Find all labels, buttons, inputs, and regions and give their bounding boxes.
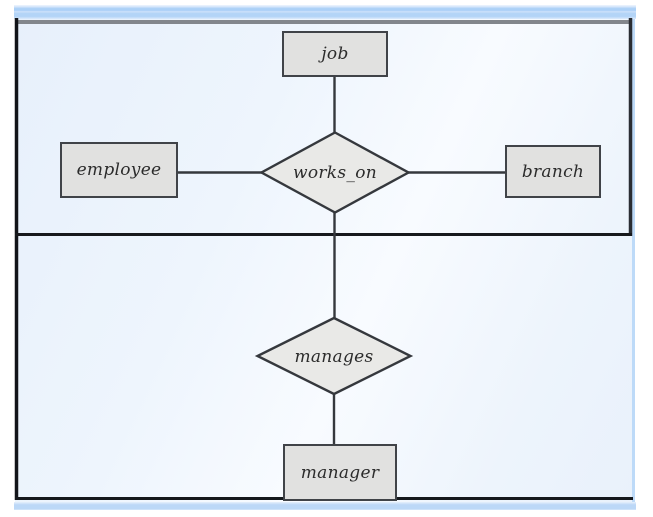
bottom-accent-bar (14, 502, 636, 510)
relationship-works-on-label: works_on (292, 163, 378, 183)
entity-branch: branch (505, 145, 601, 198)
relationship-manages-label: manages (294, 347, 374, 367)
right-edge-highlight (632, 19, 635, 502)
relationship-works-on: works_on (265, 161, 405, 185)
entity-job: job (282, 31, 388, 77)
relationship-manages-diamond (254, 316, 414, 396)
entity-employee-label: employee (76, 160, 162, 180)
entity-branch-label: branch (521, 161, 585, 182)
entity-job-label: job (321, 44, 349, 64)
relationship-manages: manages (264, 345, 404, 369)
figure-background (15, 19, 635, 502)
entity-manager: manager (283, 444, 397, 501)
entity-employee: employee (60, 142, 178, 198)
relationship-works-on-diamond (258, 131, 412, 214)
entity-manager-label: manager (300, 462, 380, 483)
top-accent-bar (14, 5, 636, 19)
